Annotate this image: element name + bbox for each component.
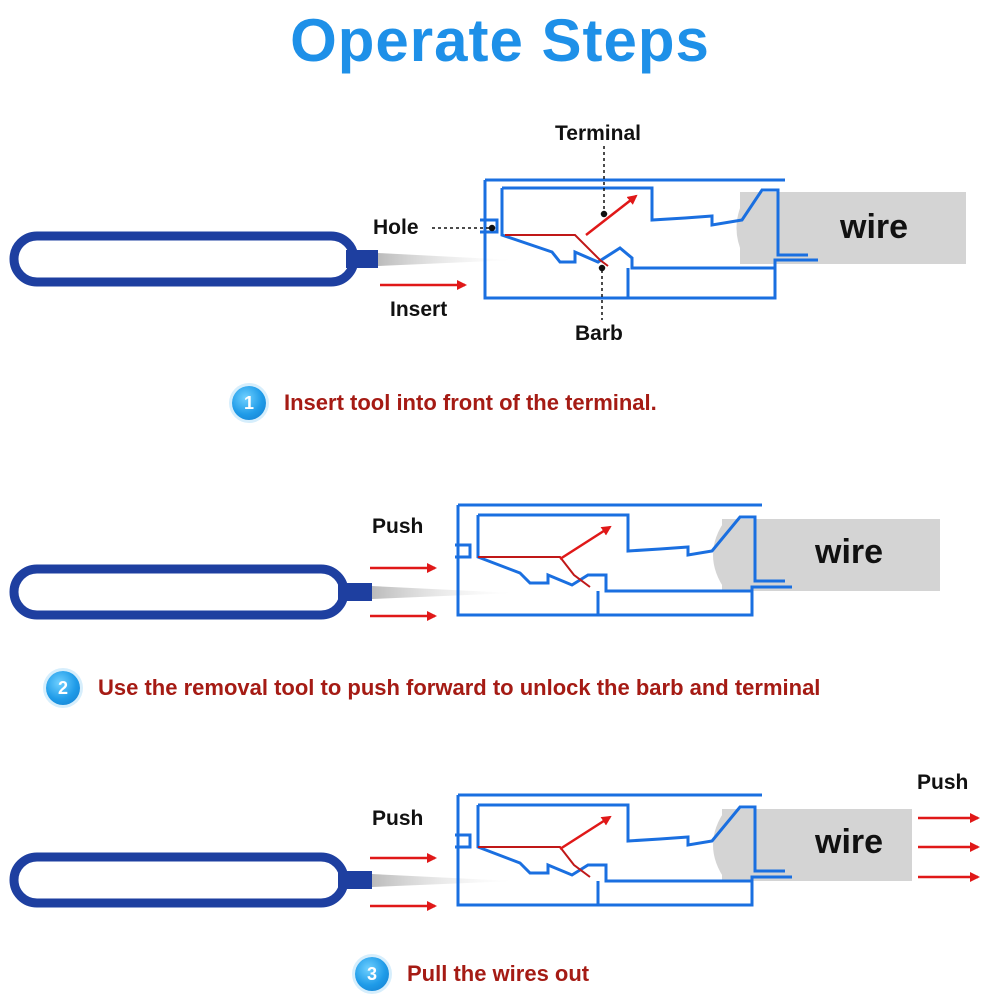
removal-tool [9, 852, 515, 908]
step-1-text: Insert tool into front of the terminal. [284, 390, 657, 415]
removal-tool [9, 564, 515, 620]
step-3-illustration [9, 793, 980, 911]
step-2: 2 Use the removal tool to push forward t… [46, 671, 820, 705]
terminal-label: Terminal [555, 122, 641, 145]
step-1-badge: 1 [232, 386, 266, 420]
wire-body [722, 519, 940, 591]
connector-housing [455, 503, 792, 617]
terminal-latch [478, 846, 591, 878]
step-3-badge: 3 [355, 957, 389, 991]
wire-label: wire [840, 208, 909, 246]
page-title: Operate Steps [290, 7, 710, 74]
step-3-diagram: Push Push wire [0, 765, 1000, 925]
wire-end [713, 519, 740, 591]
step-2-illustration [9, 503, 940, 621]
step-3-text: Pull the wires out [407, 961, 590, 986]
connector-housing [455, 793, 792, 907]
removal-tool [9, 231, 515, 287]
wire-end [736, 192, 760, 264]
terminal-arrow [559, 815, 612, 851]
terminal-latch [505, 234, 609, 267]
wire-end [713, 809, 740, 881]
step-3: 3 Pull the wires out [355, 957, 589, 991]
wire-label: wire [815, 823, 884, 861]
step-2-diagram: Push wire [0, 495, 1000, 645]
insert-label: Insert [390, 298, 448, 321]
push-label-left: Push [372, 807, 424, 830]
pointer-lines [432, 146, 608, 320]
wire-label: wire [815, 533, 884, 571]
push-label-right: Push [917, 771, 969, 794]
terminal-arrow [559, 525, 612, 561]
step-1-illustration [9, 146, 966, 320]
terminal-latch [478, 556, 591, 588]
terminal-arrow [585, 194, 638, 236]
step-2-badge: 2 [46, 671, 80, 705]
barb-label: Barb [575, 322, 623, 345]
step-2-text: Use the removal tool to push forward to … [98, 675, 821, 700]
step-1: 1 Insert tool into front of the terminal… [232, 386, 657, 420]
hole-label: Hole [373, 216, 419, 239]
connector-housing [480, 178, 818, 300]
push-label: Push [372, 515, 424, 538]
step-1-diagram: Terminal Hole Insert Barb wire [0, 120, 1000, 360]
